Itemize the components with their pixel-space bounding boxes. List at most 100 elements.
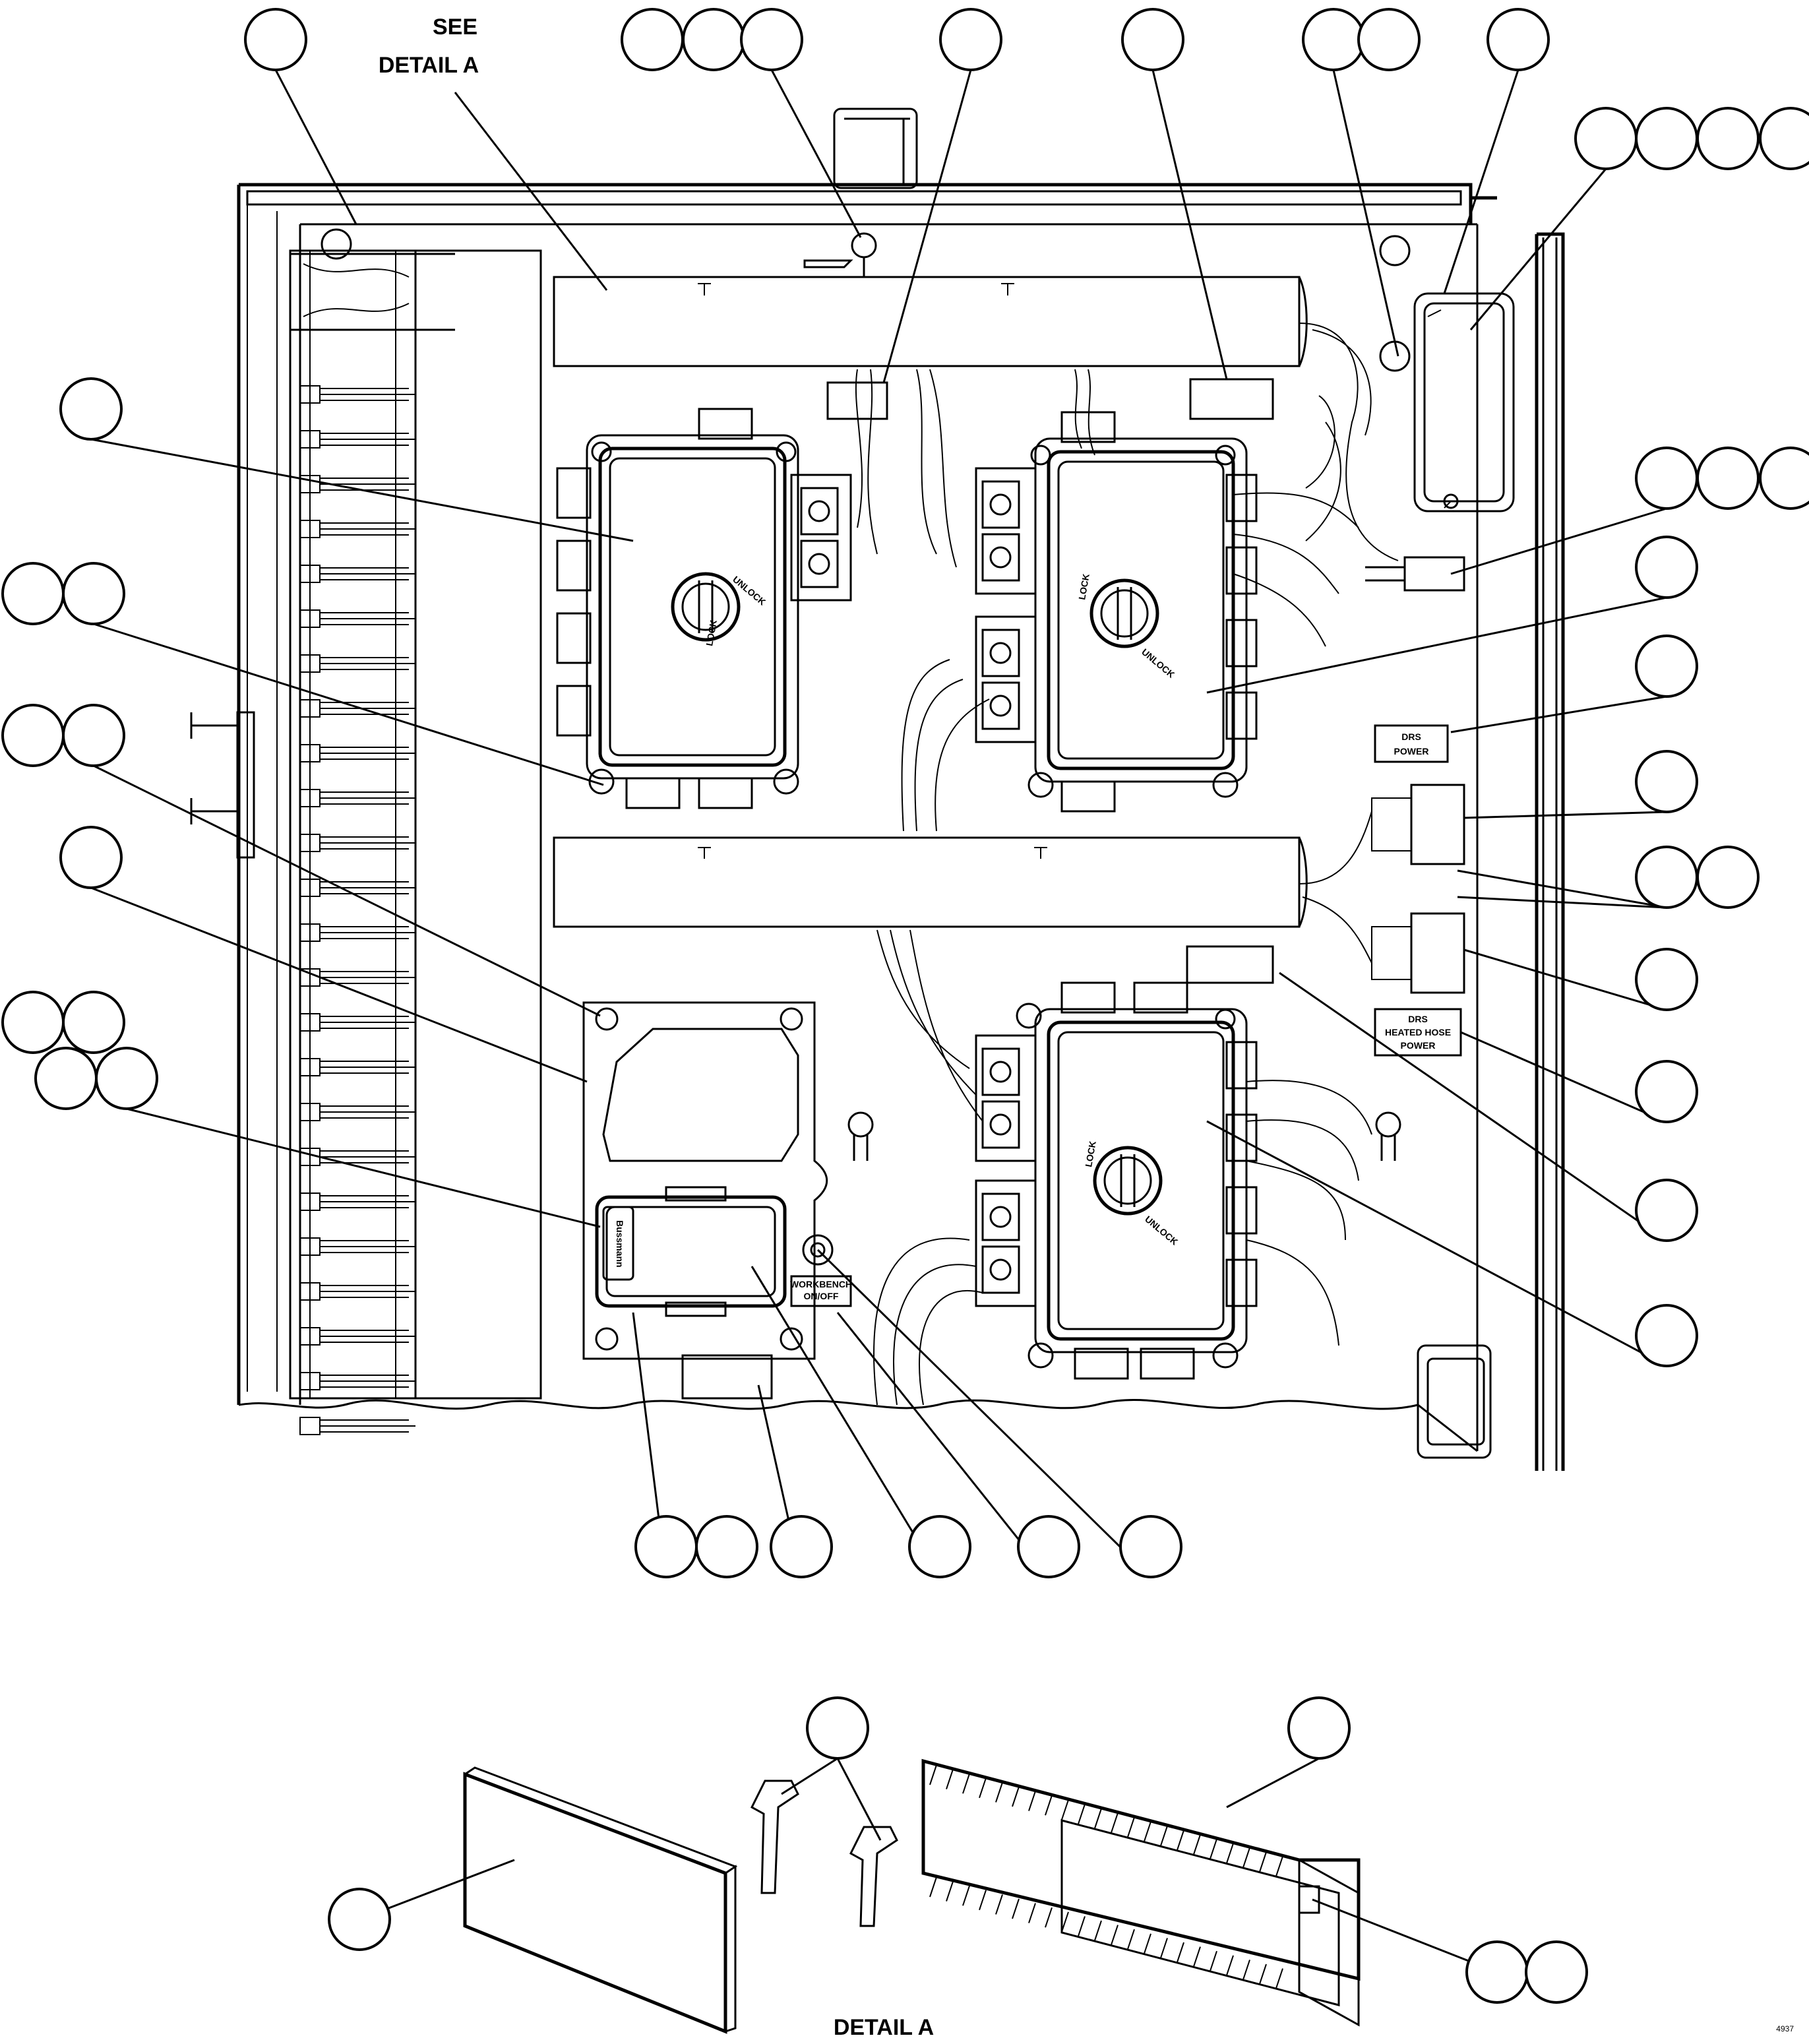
callout-bubble bbox=[1, 991, 65, 1054]
lock-label: LOCK bbox=[704, 619, 719, 647]
callout-bubble bbox=[1, 562, 65, 625]
callout-bubble bbox=[770, 1515, 833, 1578]
callout-bubble bbox=[1635, 948, 1698, 1011]
callout-bubble bbox=[1574, 107, 1638, 170]
see-detail-label: SEE bbox=[433, 15, 477, 40]
callout-bubble bbox=[1635, 635, 1698, 698]
callout-bubble bbox=[1287, 1696, 1351, 1760]
callout-bubble bbox=[244, 8, 307, 71]
callout-bubble bbox=[740, 8, 803, 71]
callout-bubble bbox=[1635, 1060, 1698, 1123]
callout-bubble bbox=[1525, 1940, 1588, 2004]
svg-text:DRS: DRS bbox=[1401, 731, 1421, 742]
lower-right-module bbox=[1417, 1344, 1492, 1459]
callout-leader bbox=[1450, 695, 1667, 733]
callout-bubble bbox=[634, 1515, 698, 1578]
callout-leader bbox=[1463, 811, 1667, 819]
top-strap bbox=[803, 232, 877, 277]
callout-leader bbox=[1206, 1120, 1667, 1367]
callout-bubble bbox=[62, 991, 125, 1054]
junction-box-lower: LOCK UNLOCK bbox=[1016, 981, 1258, 1380]
callout-leader bbox=[126, 1107, 601, 1228]
callout-bubble bbox=[621, 8, 684, 71]
svg-text:HEATED HOSE: HEATED HOSE bbox=[1385, 1027, 1451, 1037]
callout-leader bbox=[90, 438, 634, 542]
detail-a-duct-cover bbox=[463, 1766, 738, 2034]
callout-leader bbox=[1312, 1898, 1498, 1973]
svg-text:Bussmann: Bussmann bbox=[615, 1220, 625, 1268]
wiring bbox=[855, 323, 1399, 1406]
callout-bubble bbox=[62, 704, 125, 767]
callout-leader bbox=[1463, 948, 1667, 1011]
callout-leader bbox=[1457, 869, 1667, 909]
callout-bubble bbox=[1, 704, 65, 767]
lower-wireway-duct bbox=[553, 836, 1308, 984]
hose-fitting bbox=[1365, 556, 1465, 592]
terminal-pair-2 bbox=[975, 467, 1037, 743]
callout-bubble bbox=[1465, 1940, 1529, 2004]
callout-leader bbox=[751, 1266, 941, 1578]
callout-leader bbox=[882, 69, 972, 383]
terminal-block-strip bbox=[190, 249, 542, 1435]
drawing-number: 4937 bbox=[1776, 2024, 1794, 2033]
unlock-label: UNLOCK bbox=[1143, 1214, 1180, 1247]
callout-leader bbox=[1450, 507, 1667, 575]
callout-leader bbox=[93, 623, 604, 786]
workbench-switch: WORKBENCH ON/OFF bbox=[681, 1234, 852, 1400]
callout-bubble bbox=[95, 1047, 158, 1110]
callout-bubble bbox=[59, 377, 123, 441]
callout-bubble bbox=[328, 1888, 391, 1951]
callout-leader bbox=[1226, 1757, 1320, 1809]
fuse-holder: Bussmann bbox=[595, 1186, 787, 1317]
callout-bubble bbox=[1635, 1304, 1698, 1367]
callout-bubble bbox=[1635, 536, 1698, 599]
callout-bubble bbox=[1635, 107, 1698, 170]
detail-a-mounting-clips bbox=[751, 1780, 898, 1927]
svg-text:POWER: POWER bbox=[1394, 746, 1429, 757]
callout-bubble bbox=[1635, 1179, 1698, 1242]
callout-leader bbox=[1469, 168, 1607, 330]
unlock-label: UNLOCK bbox=[1140, 646, 1177, 680]
svg-text:WORKBENCH: WORKBENCH bbox=[790, 1279, 852, 1289]
terminal-pair-1 bbox=[790, 474, 852, 602]
callout-bubble bbox=[695, 1515, 758, 1578]
callout-leader bbox=[274, 69, 357, 225]
lock-label: LOCK bbox=[1076, 573, 1091, 601]
junction-box-upper-left: UNLOCK LOCK bbox=[556, 408, 799, 809]
junction-box-upper-right: LOCK UNLOCK bbox=[1027, 411, 1258, 813]
callout-leader bbox=[770, 69, 862, 238]
callout-leader bbox=[1332, 69, 1399, 357]
callout-bubbles bbox=[1, 8, 1809, 2004]
callout-leader bbox=[836, 1758, 882, 1841]
callout-bubble bbox=[1357, 8, 1421, 71]
unlock-label: UNLOCK bbox=[731, 574, 768, 607]
callout-bubble bbox=[1696, 107, 1760, 170]
callout-leader bbox=[93, 764, 601, 1017]
callout-leader bbox=[836, 1312, 1050, 1578]
callout-bubble bbox=[1696, 846, 1760, 909]
callout-bubble bbox=[1302, 8, 1365, 71]
callout-bubble bbox=[1121, 8, 1184, 71]
callout-bubble bbox=[62, 562, 125, 625]
callout-leader bbox=[1279, 972, 1667, 1242]
drs-power-label: DRS POWER bbox=[1374, 724, 1449, 763]
callout-bubble bbox=[59, 826, 123, 889]
callout-leader bbox=[816, 1249, 1152, 1578]
callout-bubble bbox=[1635, 750, 1698, 813]
callout-bubble bbox=[1635, 846, 1698, 909]
callout-bubble bbox=[1759, 447, 1809, 510]
callout-bubble bbox=[806, 1696, 869, 1760]
callout-leader bbox=[781, 1757, 838, 1795]
terminal-pair-3 bbox=[975, 1034, 1037, 1307]
callout-bubble bbox=[1635, 447, 1698, 510]
detail-a-wiring-duct bbox=[921, 1758, 1361, 2027]
svg-text:DRS: DRS bbox=[1408, 1014, 1428, 1024]
lock-label: LOCK bbox=[1083, 1140, 1098, 1168]
upper-wireway-duct bbox=[553, 276, 1308, 420]
callout-bubble bbox=[1759, 107, 1809, 170]
callout-bubble bbox=[908, 1515, 971, 1578]
power-supply-module bbox=[1413, 292, 1515, 512]
callout-leader bbox=[90, 886, 588, 1083]
see-detail-label-2: DETAIL A bbox=[379, 53, 479, 78]
